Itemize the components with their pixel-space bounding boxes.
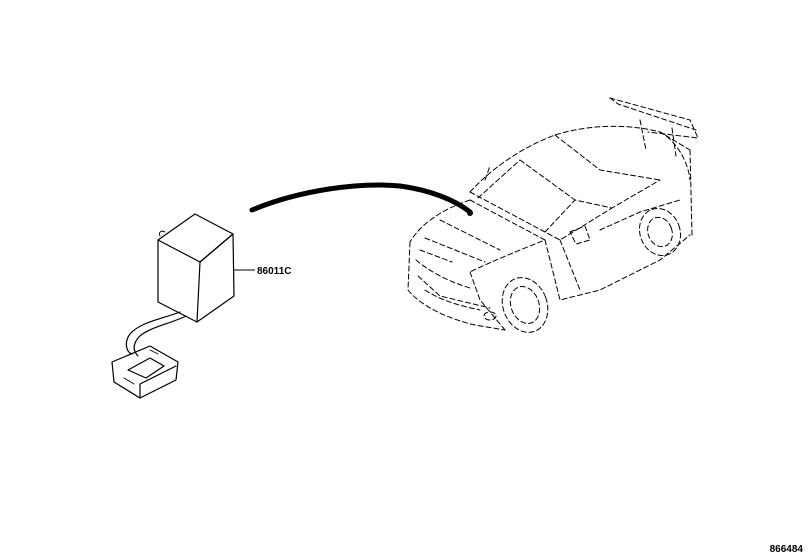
location-dot xyxy=(467,210,473,216)
part-label[interactable]: 86011C xyxy=(257,266,291,277)
connector-plug[interactable] xyxy=(111,345,179,399)
location-arrow xyxy=(249,182,473,215)
reference-number: 866484 xyxy=(770,544,804,555)
control-module[interactable] xyxy=(157,213,235,323)
car-phantom xyxy=(407,97,699,333)
location-arrow-tail xyxy=(399,185,471,213)
